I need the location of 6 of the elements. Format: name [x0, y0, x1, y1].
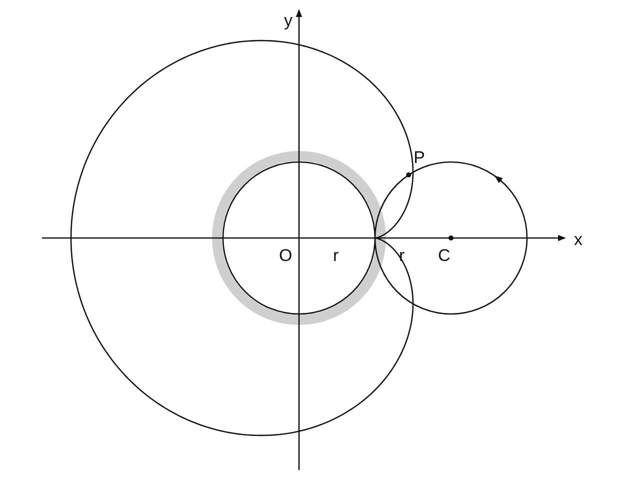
radius-label: r: [333, 247, 339, 264]
point-label: O: [279, 247, 292, 264]
axis-label: x: [574, 231, 582, 248]
point-label: C: [438, 247, 450, 264]
point-label: P: [414, 148, 425, 166]
axis-label: y: [284, 12, 292, 29]
